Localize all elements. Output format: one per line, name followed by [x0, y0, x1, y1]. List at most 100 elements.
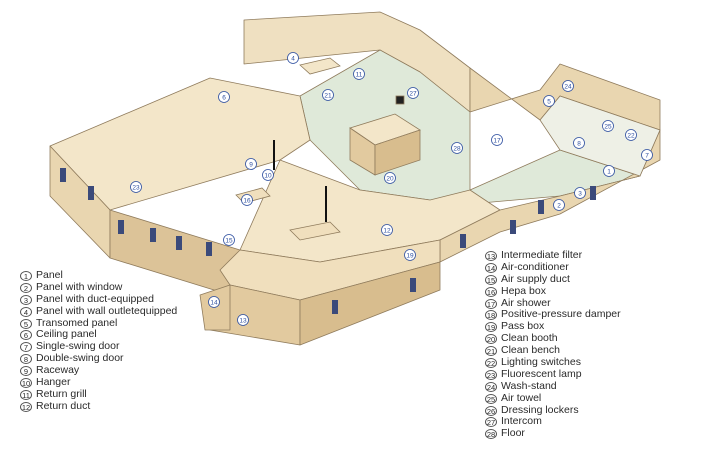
legend-item: Transomed panel	[20, 317, 177, 330]
callout-circle	[603, 165, 615, 177]
legend-item: Ceiling panel	[20, 329, 177, 341]
callout-number: 19	[406, 253, 414, 260]
callout-circle	[573, 137, 585, 149]
callout-number: 9	[249, 162, 253, 169]
legend-item: Single-swing door	[20, 340, 177, 353]
callout-number: 7	[645, 153, 649, 160]
callout-circle	[641, 149, 653, 161]
callout-circle	[562, 80, 574, 92]
window	[176, 236, 182, 250]
callout-number: 17	[493, 138, 501, 145]
window	[410, 278, 416, 292]
window	[60, 168, 66, 182]
callout-markers: 1234567891011121314151617192021222324252…	[130, 52, 653, 326]
callout-circle	[381, 224, 393, 236]
legend-item: Hanger	[20, 376, 177, 389]
equipment	[235, 57, 421, 241]
legend-left: Panel Panel with window Panel with duct-…	[20, 269, 177, 413]
window	[206, 242, 212, 256]
legend-item: Floor	[485, 427, 621, 440]
callout-number: 6	[222, 95, 226, 102]
callout-circle	[262, 169, 274, 181]
legend-item: Return duct	[20, 400, 177, 413]
callout-number: 8	[577, 141, 581, 148]
callout-circle	[491, 134, 503, 146]
callout-circle	[241, 194, 253, 206]
clean-bench	[299, 57, 341, 75]
legend-item: Fluorescent lamp	[485, 368, 621, 381]
callout-circle	[223, 234, 235, 246]
callout-number: 5	[547, 99, 551, 106]
callout-number: 28	[453, 146, 461, 153]
callout-circle	[404, 249, 416, 261]
legend-item: Air shower	[485, 297, 621, 310]
windows	[60, 168, 596, 314]
legend-item: Hepa box	[485, 285, 621, 298]
callout-circle	[384, 172, 396, 184]
callout-number: 2	[557, 203, 561, 210]
legend-item: Intercom	[485, 416, 621, 428]
callout-number: 27	[409, 91, 417, 98]
legend-item: Lighting switches	[485, 356, 621, 369]
callout-number: 10	[264, 173, 272, 180]
callout-circle	[353, 68, 365, 80]
callout-number: 21	[324, 93, 332, 100]
callout-circle	[237, 314, 249, 326]
callout-number: 11	[356, 72, 363, 79]
callout-circle	[625, 129, 637, 141]
callout-number: 1	[607, 169, 611, 176]
ac-block-side	[299, 261, 441, 346]
window	[460, 234, 466, 248]
legend-item: Clean booth	[485, 332, 621, 345]
callout-number: 15	[225, 238, 233, 245]
legend-item: Air towel	[485, 392, 621, 405]
legend-item: Clean bench	[485, 344, 621, 357]
callout-number: 22	[627, 133, 635, 140]
callout-circle	[602, 120, 614, 132]
callout-number: 14	[210, 300, 218, 307]
callout-circle	[322, 89, 334, 101]
callout-number: 24	[564, 84, 572, 91]
callout-circle	[574, 187, 586, 199]
legend-item: Panel with duct-equipped	[20, 293, 177, 306]
callout-number: 4	[291, 56, 295, 63]
callout-number: 3	[578, 191, 582, 198]
window	[332, 300, 338, 314]
legend-item: Double-swing door	[20, 352, 177, 365]
legend-item: Intermediate filter	[485, 249, 621, 262]
callout-circle	[287, 52, 299, 64]
callout-number: 12	[383, 228, 391, 235]
duct-unit	[289, 221, 341, 241]
callout-circle	[218, 91, 230, 103]
clean-booth-side	[374, 129, 421, 176]
intercom-unit	[395, 95, 405, 105]
window	[88, 186, 94, 200]
callout-number: 20	[386, 176, 394, 183]
legend-right: Intermediate filter Air-conditioner Air …	[485, 249, 621, 440]
callout-circle	[543, 95, 555, 107]
legend-item: Panel	[20, 269, 177, 282]
callout-circle	[208, 296, 220, 308]
callout-circle	[553, 199, 565, 211]
legend-item: Wash-stand	[485, 380, 621, 393]
legend-item: Panel with wall outletequipped	[20, 305, 177, 318]
window	[538, 200, 544, 214]
callout-circle	[130, 181, 142, 193]
legend-item: Air supply duct	[485, 273, 621, 286]
legend-item: Dressing lockers	[485, 404, 621, 417]
callout-number: 13	[239, 318, 247, 325]
callout-circle	[245, 158, 257, 170]
right-front-face	[439, 129, 661, 263]
legend-item: Raceway	[20, 364, 177, 377]
window	[150, 228, 156, 242]
window	[118, 220, 124, 234]
callout-circle	[451, 142, 463, 154]
window	[510, 220, 516, 234]
callout-number: 16	[243, 198, 251, 205]
legend-item: Panel with window	[20, 281, 177, 294]
callout-number: 25	[604, 124, 612, 131]
legend-item: Pass box	[485, 320, 621, 333]
callout-number: 23	[132, 185, 140, 192]
legend-item: Air-conditioner	[485, 261, 621, 274]
